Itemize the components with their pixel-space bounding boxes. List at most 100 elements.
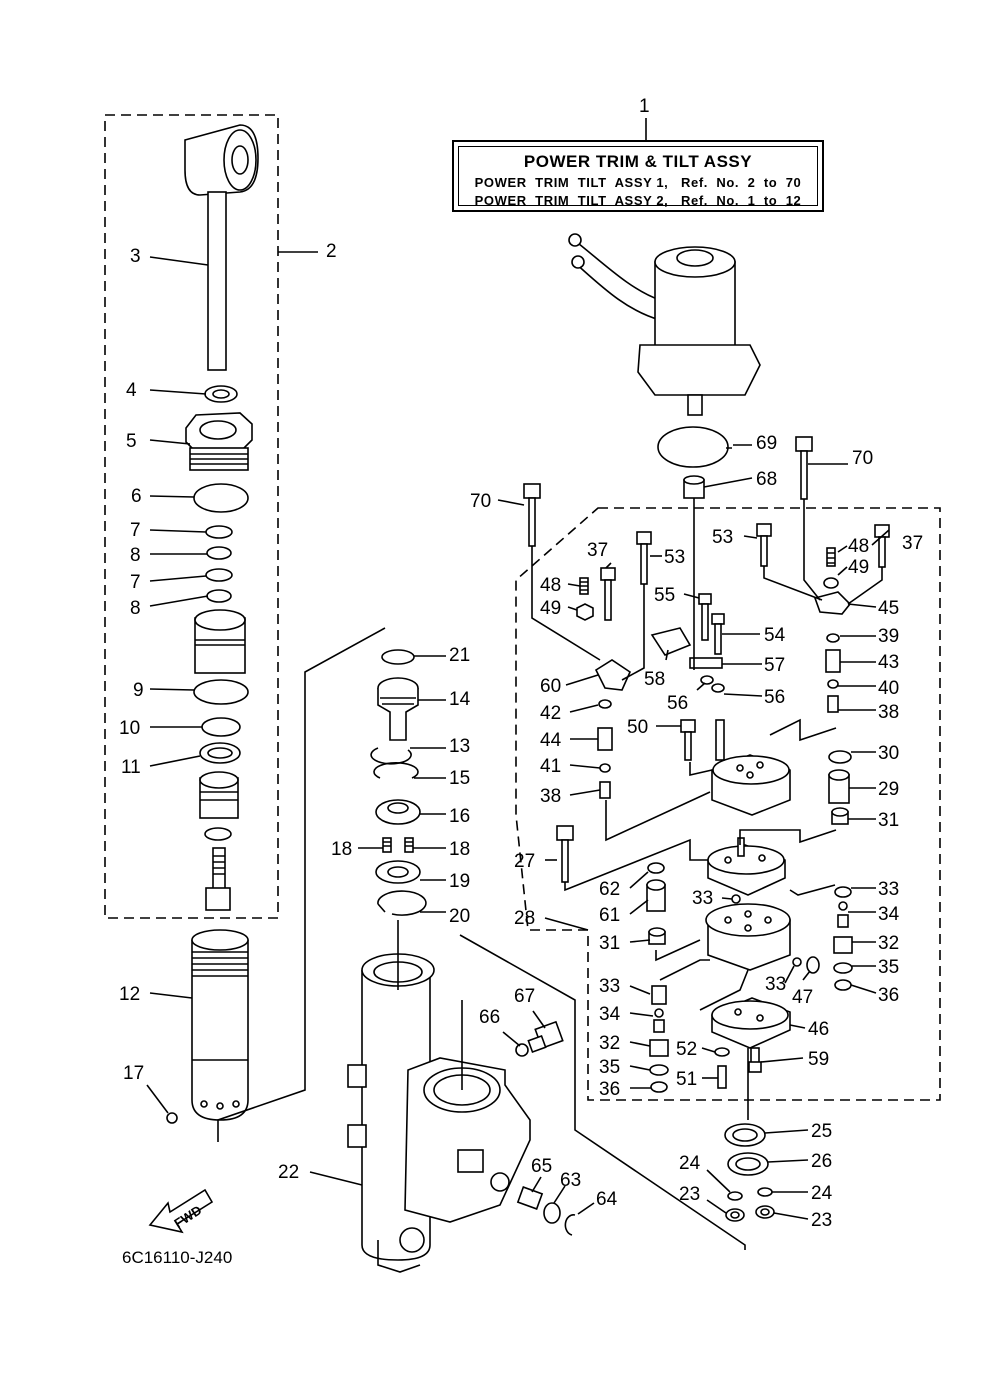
callout-49b: 49: [848, 557, 869, 578]
o-ring-21: [381, 649, 415, 665]
callout-18a: 18: [331, 839, 352, 860]
bracket-45: [813, 591, 852, 615]
middle-valve-block: [707, 837, 786, 896]
callout-48a: 48: [540, 575, 561, 596]
o-ring-8a: [206, 546, 232, 560]
callout-14: 14: [449, 689, 471, 710]
washer-47: [806, 956, 820, 974]
callout-65: 65: [531, 1156, 552, 1177]
switch-58: [650, 627, 692, 656]
callout-labels: 1 2 3 4 5 6 7 8 7 8 9 10 11 12 13 14 15 …: [119, 96, 923, 1231]
valve-stack-lower-left: [649, 985, 669, 1093]
callout-25: 25: [811, 1121, 832, 1142]
ring-15: [373, 762, 419, 779]
callout-55: 55: [654, 585, 675, 606]
ball-17: [166, 1112, 178, 1124]
washer-19: [375, 860, 421, 884]
callout-8a: 8: [130, 545, 141, 566]
fwd-arrow-icon: [148, 1188, 214, 1234]
plug-67: [527, 1020, 564, 1054]
springs-18: [382, 837, 414, 853]
callout-21: 21: [449, 645, 470, 666]
assy-2-boundary: [104, 114, 279, 919]
plate-46: [711, 997, 791, 1049]
callout-13: 13: [449, 736, 470, 757]
callout-36b: 36: [599, 1079, 620, 1100]
callout-18b: 18: [449, 839, 470, 860]
callout-62: 62: [599, 879, 620, 900]
callout-29: 29: [878, 779, 899, 800]
callout-63: 63: [560, 1170, 581, 1191]
spring-48-right: [826, 547, 836, 567]
callout-52: 52: [676, 1039, 697, 1060]
callout-70a: 70: [470, 491, 491, 512]
rod-guide: [199, 771, 239, 819]
seal-23-left: [725, 1208, 745, 1222]
callout-19: 19: [449, 871, 470, 892]
callout-56b: 56: [764, 687, 785, 708]
plate-16: [375, 799, 421, 825]
callout-54: 54: [764, 625, 786, 646]
bolt-59: [748, 1047, 762, 1073]
callout-32a: 32: [878, 933, 899, 954]
callout-36a: 36: [878, 985, 899, 1006]
callout-24a: 24: [679, 1153, 701, 1174]
title-main: POWER TRIM & TILT ASSY: [523, 152, 753, 171]
callout-49a: 49: [540, 598, 561, 619]
bolt-70-right: [795, 436, 813, 500]
o-ring-66: [515, 1043, 529, 1057]
callout-47: 47: [792, 987, 813, 1008]
callout-56a: 56: [667, 693, 688, 714]
seal-11: [199, 742, 241, 764]
callout-35a: 35: [878, 957, 899, 978]
callout-37a: 37: [587, 540, 608, 561]
callout-33a: 33: [692, 888, 713, 909]
callout-9: 9: [133, 680, 144, 701]
coupling-68: [683, 475, 705, 499]
valve-stack-lower-right: [833, 886, 853, 991]
callout-34a: 34: [878, 904, 900, 925]
leader-lines: [146, 118, 890, 1220]
callout-22: 22: [278, 1162, 299, 1183]
callout-58: 58: [644, 669, 665, 690]
callout-10: 10: [119, 718, 140, 739]
o-ring-63: [543, 1202, 561, 1224]
callout-60: 60: [540, 676, 561, 697]
main-body-22: [347, 953, 531, 1273]
title-line-1: POWER TRIM TILT ASSY 1, Ref. No. 2 to 70: [474, 175, 802, 190]
callout-41: 41: [540, 756, 561, 777]
piston: [194, 609, 246, 674]
tilt-rod: [184, 124, 259, 371]
nut-49-left: [576, 603, 594, 621]
callout-61: 61: [599, 905, 620, 926]
cap-5: [185, 412, 253, 471]
title-box-inner: POWER TRIM & TILT ASSY POWER TRIM TILT A…: [458, 146, 818, 208]
callout-31a: 31: [878, 810, 899, 831]
valve-61: [646, 879, 666, 912]
callout-33b: 33: [878, 879, 899, 900]
valve-14: [377, 677, 419, 741]
callout-8b: 8: [130, 598, 141, 619]
callout-24b: 24: [811, 1183, 833, 1204]
callout-33c: 33: [765, 974, 786, 995]
bolt-37-left: [600, 567, 616, 621]
callout-28: 28: [514, 908, 535, 929]
callout-3: 3: [130, 246, 141, 267]
washer-7a: [205, 525, 233, 539]
washer-52: [714, 1047, 730, 1057]
assembly-lines: [217, 498, 883, 1250]
callout-15: 15: [449, 768, 470, 789]
o-ring-9: [193, 679, 249, 705]
callout-68: 68: [756, 469, 777, 490]
callout-67: 67: [514, 986, 535, 1007]
callout-6: 6: [131, 486, 142, 507]
ball-33-right: [792, 957, 802, 967]
title-box: POWER TRIM & TILT ASSY POWER TRIM TILT A…: [452, 140, 824, 212]
seal-23-right: [755, 1205, 775, 1219]
washer-small: [204, 827, 232, 841]
valve-29: [828, 769, 850, 804]
bolt-70-left: [523, 483, 541, 547]
callout-38b: 38: [540, 786, 561, 807]
valve-65: [516, 1186, 544, 1210]
